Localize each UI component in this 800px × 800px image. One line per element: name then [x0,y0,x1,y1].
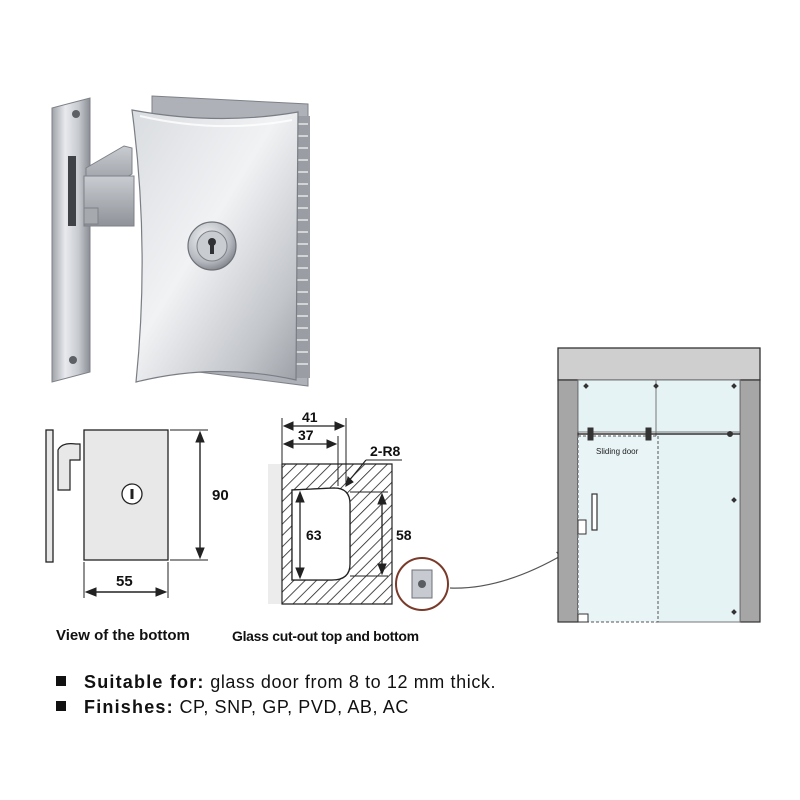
mounting-points [583,383,737,615]
height-dimension-line [170,429,208,561]
pointer-arrow [449,553,565,589]
top-glass-panel-right [655,379,741,433]
top-glass-panel-left [577,379,657,433]
dimension-cut-height-outer: 63 [306,527,322,543]
dimension-width: 55 [116,573,133,590]
bolt-profile [57,443,81,491]
width-dimensions [281,418,347,486]
lock-position [577,519,587,535]
caption-bottom-view: View of the bottom [56,627,190,644]
bolt-arm [83,145,135,227]
spec-value: glass door from 8 to 12 mm thick. [210,672,497,692]
detail-inset [395,550,568,611]
glass-cutout-drawing: 41 37 2-R8 63 58 [268,409,412,605]
dimension-radius: 2-R8 [370,443,401,459]
sliding-door-panel [577,435,659,623]
radius-leader [345,459,402,487]
strike-plate-side [45,429,54,563]
dimension-inner-width: 37 [298,427,314,443]
bullet-icon [56,701,66,711]
sliding-door-label: Sliding door [596,447,639,456]
dimension-cut-height-inner: 58 [396,527,412,543]
product-photo [51,95,310,387]
installation-diagram: Sliding door [557,347,761,623]
door-handle[interactable] [591,493,598,531]
bullet-icon [56,676,66,686]
spec-value: CP, SNP, GP, PVD, AB, AC [179,697,409,717]
key-cylinder-icon [187,221,237,271]
spec-suitable-for: Suitable for: glass door from 8 to 12 mm… [56,672,496,693]
height-dimensions [295,490,388,580]
spec-finishes: Finishes: CP, SNP, GP, PVD, AB, AC [56,697,409,718]
spec-label: Finishes: [84,697,174,717]
width-dimension-line [83,562,169,598]
fixed-glass-panel [655,431,741,623]
keyhole-icon [121,483,143,505]
dimension-height: 90 [212,487,229,504]
glass-edge-strip [268,464,282,604]
sliding-rail [578,427,740,441]
spec-label: Suitable for: [84,672,205,692]
bottom-view-drawing: 90 55 [45,429,229,598]
caption-glass-cutout: Glass cut-out top and bottom [232,628,419,644]
strike-plate [51,97,91,383]
dimension-outer-width: 41 [302,409,318,425]
